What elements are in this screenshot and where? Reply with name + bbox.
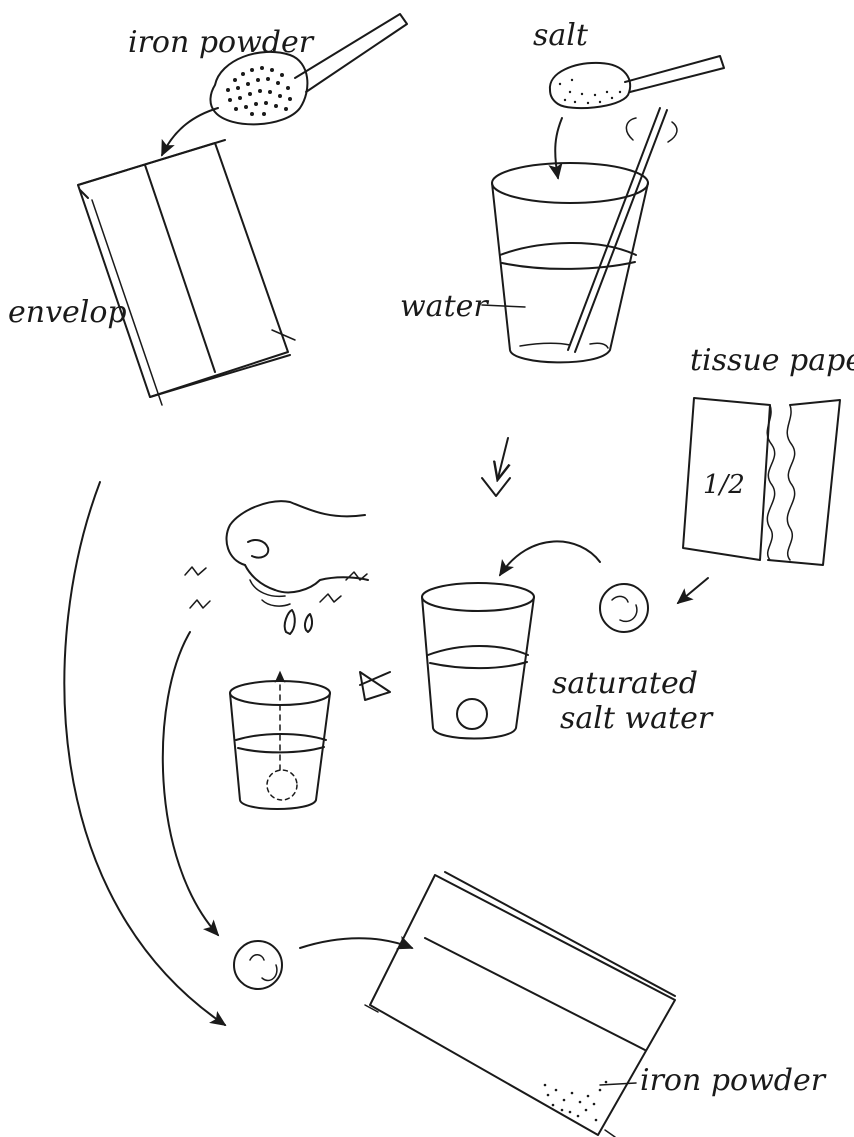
envelope-top — [78, 140, 295, 405]
arrow-mid-left — [163, 632, 218, 935]
arrow-salt-to-cup — [555, 118, 562, 178]
envelope-bottom — [365, 872, 675, 1137]
label-envelope: envelop — [8, 295, 127, 330]
label-tissue-paper: tissue paper — [690, 343, 854, 378]
iron-powder-leader-line — [600, 1083, 636, 1085]
arrow-long-left — [64, 482, 225, 1025]
cup-saturated-salt-water — [422, 583, 534, 739]
arrow-next-stage — [498, 438, 508, 478]
label-iron-powder-bottom: iron powder — [640, 1063, 827, 1098]
arrow-ball-into-cup — [500, 541, 600, 575]
squeeze-motion-marks — [185, 567, 367, 608]
label-saturated: saturated — [552, 666, 698, 701]
arrow-next-stage-head — [482, 478, 510, 496]
tissue-ball-right — [600, 584, 648, 632]
arrow-tissue-to-ball — [678, 578, 708, 603]
tissue-ball-bottom — [234, 941, 282, 989]
cup-water — [492, 108, 677, 362]
water-drops — [285, 610, 312, 634]
label-salt: salt — [533, 18, 589, 53]
cup-squeezed — [230, 672, 330, 809]
arrow-to-squeeze-head — [360, 672, 390, 700]
label-salt-water: salt water — [560, 701, 714, 736]
label-iron-powder-top: iron powder — [128, 25, 315, 60]
arrow-spoon-to-envelope — [162, 108, 218, 155]
water-leader-line — [482, 305, 525, 307]
label-half: 1/2 — [703, 470, 745, 500]
arrow-ball-into-envelope — [300, 938, 412, 948]
hand-squeezing — [226, 501, 368, 606]
salt-spoon — [550, 56, 724, 108]
label-water: water — [400, 289, 489, 324]
